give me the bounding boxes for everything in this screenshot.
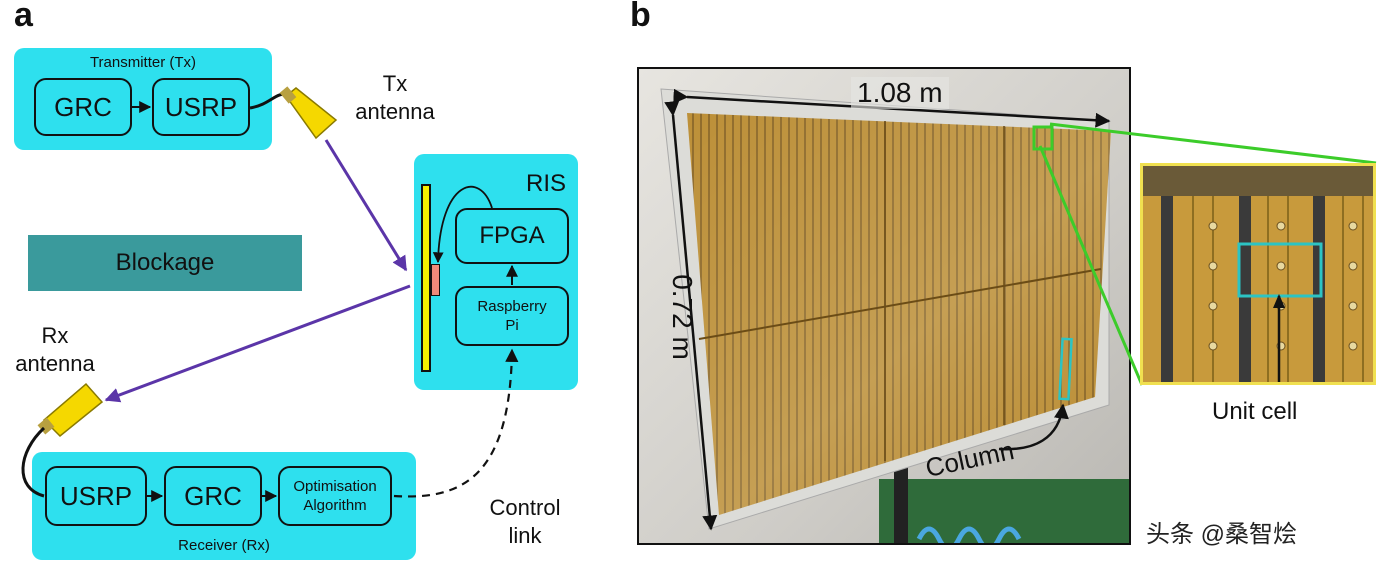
tx-antenna-icon xyxy=(279,86,338,140)
tx-antenna-line2: antenna xyxy=(355,99,435,124)
control-line2: link xyxy=(508,523,542,548)
rx-antenna-label: Rx antenna xyxy=(0,322,110,378)
tx-usrp-label: USRP xyxy=(164,91,238,122)
opt-line1: Optimisation xyxy=(293,478,377,495)
rx-grc-box: GRC xyxy=(164,466,262,526)
unit-cell-inset-art xyxy=(1143,166,1373,382)
tx-antenna-line1: Tx xyxy=(382,71,408,96)
control-link-path xyxy=(393,348,519,498)
ris-title: RIS xyxy=(525,170,566,197)
raspberry-line1: Raspberry xyxy=(477,298,547,315)
transmitter-title: Transmitter (Tx) xyxy=(89,54,197,71)
rx-antenna-line2: antenna xyxy=(15,351,95,376)
rx-grc-label: GRC xyxy=(184,480,242,511)
tx-grc-label: GRC xyxy=(54,91,112,122)
tx-to-ris-arrow xyxy=(324,139,408,272)
blockage-box: Blockage xyxy=(28,235,302,291)
column-highlight xyxy=(1058,337,1073,401)
ris-element xyxy=(431,264,440,296)
rx-cable xyxy=(21,426,46,498)
ris-group xyxy=(414,154,578,390)
ris-photo: 1.08 m 0.72 m Column xyxy=(637,67,1131,545)
tx-antenna-label: Tx antenna xyxy=(330,70,460,126)
blockage-label: Blockage xyxy=(115,249,215,276)
control-link-label: Control link xyxy=(470,494,580,550)
panel-b-label: b xyxy=(630,0,651,34)
fpga-to-surface-arc xyxy=(432,185,493,264)
unit-cell-label: Unit cell xyxy=(1212,398,1298,425)
opt-line2: Algorithm xyxy=(303,497,367,514)
panel-a-label: a xyxy=(14,0,33,34)
ris-surface xyxy=(421,184,431,372)
tx-usrp-box: USRP xyxy=(152,78,250,136)
fpga-box: FPGA xyxy=(455,208,569,264)
receiver-title: Receiver (Rx) xyxy=(178,537,270,554)
control-line1: Control xyxy=(489,495,561,520)
rx-antenna-line1: Rx xyxy=(41,323,69,348)
fpga-label: FPGA xyxy=(479,222,545,249)
tx-grc-box: GRC xyxy=(34,78,132,136)
unit-cell-inset xyxy=(1140,163,1376,385)
ris-photo-art xyxy=(660,88,1129,543)
width-label: 1.08 m xyxy=(851,77,949,109)
ris-to-rx-arrow xyxy=(104,284,411,403)
watermark: 头条 @桑智烩 xyxy=(1146,521,1298,548)
rx-usrp-box: USRP xyxy=(45,466,147,526)
raspberry-line2: Pi xyxy=(505,317,519,334)
rx-usrp-label: USRP xyxy=(59,480,133,511)
